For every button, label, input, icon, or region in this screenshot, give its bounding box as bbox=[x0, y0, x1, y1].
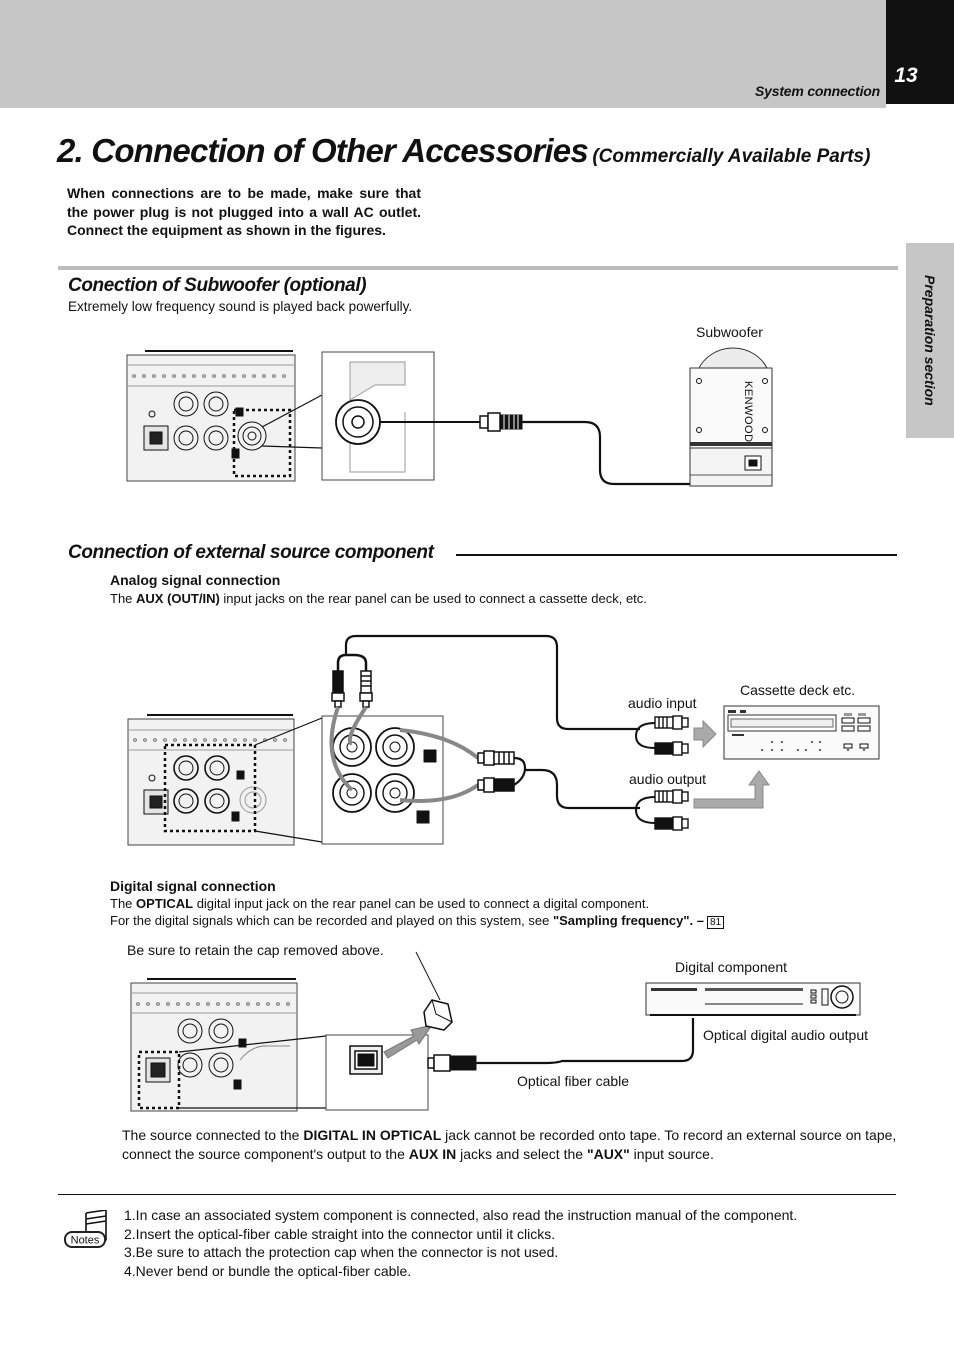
subwoofer-section-title: Conection of Subwoofer (optional) bbox=[68, 275, 367, 296]
list-item: 2.Insert the optical-fiber cable straigh… bbox=[124, 1225, 556, 1242]
page-title-sub: (Commercially Available Parts) bbox=[592, 146, 871, 167]
rear-panel-illustration-1 bbox=[126, 350, 323, 482]
digital-component-illustration bbox=[645, 982, 861, 1016]
notes-icon: Notes bbox=[62, 1209, 110, 1257]
rear-panel-illustration-2 bbox=[127, 714, 323, 846]
digital-description-2: For the digital signals which can be rec… bbox=[110, 913, 725, 929]
audio-output-label: audio output bbox=[629, 771, 707, 787]
subwoofer-label: Subwoofer bbox=[696, 324, 763, 340]
rca-plugs-vertical bbox=[331, 670, 373, 708]
notes-icon-label: Notes bbox=[71, 1235, 100, 1247]
subwoofer-illustration bbox=[689, 347, 773, 487]
page-number: 13 bbox=[894, 64, 918, 87]
page-title-main: 2. Connection of Other Accessories bbox=[57, 132, 589, 169]
retain-cap-label: Be sure to retain the cap removed above. bbox=[127, 942, 384, 958]
notes-list: 1.In case an associated system component… bbox=[124, 1206, 797, 1281]
optical-output-label: Optical digital audio output bbox=[703, 1027, 868, 1043]
audio-input-label: audio input bbox=[628, 695, 697, 711]
rca-plugs-horizontal bbox=[477, 750, 515, 793]
list-item: 1.In case an associated system component… bbox=[124, 1207, 798, 1223]
aux-jacks-zoom bbox=[321, 715, 444, 845]
rear-panel-illustration-3 bbox=[130, 978, 327, 1112]
fiber-cable-label: Optical fiber cable bbox=[517, 1073, 630, 1089]
optical-plug bbox=[427, 1054, 477, 1072]
subwoofer-jack-zoom bbox=[321, 351, 480, 481]
audio-output-plugs bbox=[634, 789, 689, 831]
rca-plug-subwoofer bbox=[479, 412, 523, 432]
page-reference: 81 bbox=[707, 916, 725, 929]
notes-divider bbox=[58, 1194, 896, 1195]
header-section-label: System connection bbox=[755, 83, 880, 99]
intro-text: When connections are to be made, make su… bbox=[67, 185, 421, 238]
list-item: 4.Never bend or bundle the optical-fiber… bbox=[124, 1263, 412, 1280]
cassette-deck-label: Cassette deck etc. bbox=[740, 682, 856, 698]
subwoofer-description: Extremely low frequency sound is played … bbox=[68, 299, 413, 314]
external-section-rule bbox=[456, 554, 897, 556]
digital-heading: Digital signal connection bbox=[110, 878, 276, 894]
page-number-tab bbox=[886, 0, 954, 104]
section-divider bbox=[58, 266, 898, 270]
side-tab bbox=[906, 243, 954, 438]
analog-description: The AUX (OUT/IN) input jacks on the rear… bbox=[110, 591, 647, 606]
audio-input-plugs bbox=[634, 715, 689, 756]
note-paragraph: The source connected to the DIGITAL IN O… bbox=[122, 1127, 897, 1162]
digital-component-label: Digital component bbox=[675, 959, 788, 975]
protection-cap bbox=[415, 951, 453, 1031]
list-item: 3.Be sure to attach the protection cap w… bbox=[124, 1244, 559, 1261]
side-tab-label: Preparation section bbox=[922, 275, 938, 406]
optical-jack-zoom bbox=[325, 1034, 429, 1111]
cassette-deck-illustration bbox=[723, 705, 880, 760]
external-section-title: Connection of external source component bbox=[68, 542, 434, 563]
digital-description-1: The OPTICAL digital input jack on the re… bbox=[110, 896, 650, 911]
page-title: 2. Connection of Other Accessories (Comm… bbox=[57, 132, 870, 170]
header-band bbox=[0, 0, 886, 108]
analog-heading: Analog signal connection bbox=[110, 572, 281, 588]
kenwood-logo: KENWOOD bbox=[742, 381, 754, 443]
